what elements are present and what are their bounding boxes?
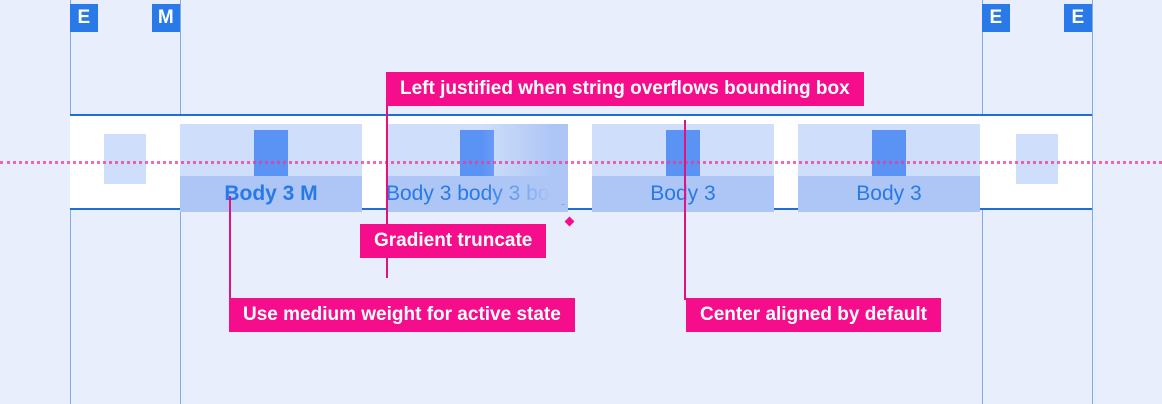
- cell-icon-area: [592, 124, 774, 176]
- callout-gradient-truncate: Gradient truncate: [360, 224, 547, 258]
- marker-chip-e-left: E: [70, 4, 98, 32]
- marker-chip-m: M: [152, 4, 180, 32]
- icon-placeholder-icon: [460, 130, 494, 176]
- marker-chip-e-right-outer: E: [1064, 4, 1092, 32]
- leader-line-center-aligned: [684, 120, 686, 300]
- marker-chip-e-right-inner: E: [982, 4, 1010, 32]
- cell-icon-area: [798, 124, 980, 176]
- icon-placeholder-icon: [254, 130, 288, 176]
- callout-medium-weight: Use medium weight for active state: [229, 298, 575, 332]
- callout-left-justified: Left justified when string overflows bou…: [386, 72, 864, 106]
- label-cell-center-default-1[interactable]: Body 3: [592, 124, 774, 212]
- leader-line-left-justified: [386, 106, 388, 278]
- icon-placeholder-icon: [872, 130, 906, 176]
- baseline-guide: [0, 161, 1162, 164]
- cell-label-text: Body 3: [592, 176, 774, 212]
- label-cell-overflow-gradient[interactable]: Body 3 body 3 body 3: [386, 124, 568, 212]
- label-cell-center-default-2[interactable]: Body 3: [798, 124, 980, 212]
- leader-line-medium-weight: [229, 196, 231, 300]
- callout-center-aligned: Center aligned by default: [686, 298, 941, 332]
- leader-tick-gradient-truncate: [564, 216, 575, 227]
- cell-label-text: Body 3: [798, 176, 980, 212]
- left-endcap-block: [104, 134, 146, 184]
- cell-label-text: Body 3 M: [180, 176, 362, 212]
- icon-placeholder-icon: [666, 130, 700, 176]
- cell-label-text-overflow: Body 3 body 3 body 3: [386, 176, 568, 212]
- right-endcap-block: [1016, 134, 1058, 184]
- spec-band: Body 3 M Body 3 body 3 body 3 Body 3 Bod…: [70, 114, 1092, 212]
- cell-icon-area: [386, 124, 568, 176]
- guide-line-right-outer: [1092, 0, 1093, 404]
- cell-icon-area: [180, 124, 362, 176]
- label-cell-active-medium[interactable]: Body 3 M: [180, 124, 362, 212]
